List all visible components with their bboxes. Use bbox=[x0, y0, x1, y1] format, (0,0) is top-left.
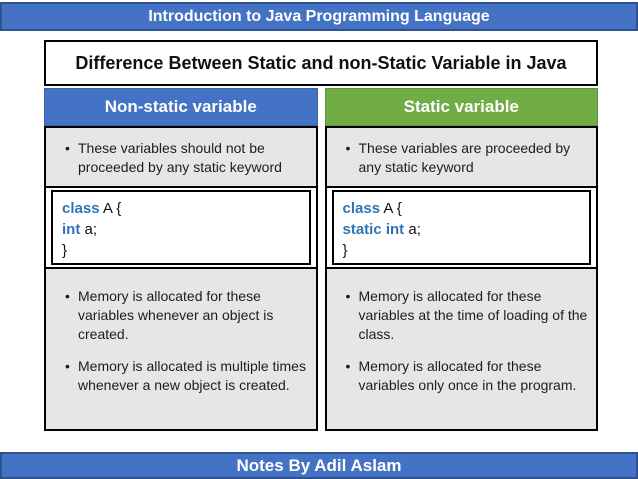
code-keyword: class bbox=[62, 200, 100, 217]
code-text: a; bbox=[404, 221, 421, 238]
code-text: A { bbox=[380, 200, 402, 217]
code-line: } bbox=[343, 240, 581, 261]
top-banner-title: Introduction to Java Programming Languag… bbox=[148, 7, 490, 25]
code-text: a; bbox=[80, 221, 98, 238]
code-line: static int a; bbox=[343, 219, 581, 240]
code-text: } bbox=[62, 242, 68, 259]
slide-title: Difference Between Static and non-Static… bbox=[75, 52, 567, 73]
bullet-item: Memory is allocated for these variables … bbox=[346, 287, 589, 344]
code-keyword: class bbox=[342, 200, 381, 217]
bullet-item: These variables should not be proceeded … bbox=[65, 139, 308, 177]
cell-code-non-static: class A { int a; } bbox=[44, 188, 318, 267]
cell-memory-static: Memory is allocated for these variables … bbox=[324, 267, 598, 431]
cell-memory-non-static: Memory is allocated for these variables … bbox=[44, 267, 318, 431]
slide-title-box: Difference Between Static and non-Static… bbox=[44, 40, 598, 86]
column-header-static: Static variable bbox=[324, 88, 598, 126]
bullet-item: Memory is allocated is multiple times wh… bbox=[65, 357, 308, 395]
bullet-list: These variables are proceeded by any sta… bbox=[327, 128, 597, 177]
bullet-list: These variables should not be proceeded … bbox=[46, 128, 316, 177]
bullet-item: Memory is allocated for these variables … bbox=[65, 287, 308, 344]
comparison-table: Non-static variable These variables shou… bbox=[44, 88, 598, 431]
code-text: } bbox=[342, 242, 348, 259]
top-banner: Introduction to Java Programming Languag… bbox=[0, 2, 638, 31]
code-text: A { bbox=[99, 200, 122, 217]
column-static: Static variable These variables are proc… bbox=[324, 88, 598, 431]
column-header-label: Non-static variable bbox=[104, 97, 257, 116]
cell-definition-static: These variables are proceeded by any sta… bbox=[324, 126, 598, 188]
slide-body: Difference Between Static and non-Static… bbox=[44, 40, 598, 431]
column-non-static: Non-static variable These variables shou… bbox=[44, 88, 318, 431]
code-keyword: static int bbox=[342, 221, 405, 238]
code-block-static: class A { static int a; } bbox=[331, 190, 591, 265]
code-line: int a; bbox=[62, 219, 300, 240]
column-header-non-static: Non-static variable bbox=[44, 88, 318, 126]
bullet-list: Memory is allocated for these variables … bbox=[327, 269, 597, 395]
cell-code-static: class A { static int a; } bbox=[324, 188, 598, 267]
bullet-list: Memory is allocated for these variables … bbox=[46, 269, 316, 395]
bullet-item: These variables are proceeded by any sta… bbox=[346, 139, 589, 177]
code-keyword: int bbox=[62, 221, 81, 238]
bullet-item: Memory is allocated for these variables … bbox=[346, 357, 589, 395]
code-block-non-static: class A { int a; } bbox=[51, 190, 311, 265]
bottom-banner: Notes By Adil Aslam bbox=[0, 452, 638, 479]
column-header-label: Static variable bbox=[403, 97, 519, 116]
cell-definition-non-static: These variables should not be proceeded … bbox=[44, 126, 318, 188]
code-line: class A { bbox=[343, 198, 581, 219]
code-line: class A { bbox=[62, 198, 300, 219]
bottom-banner-title: Notes By Adil Aslam bbox=[236, 455, 402, 475]
code-line: } bbox=[62, 240, 300, 261]
